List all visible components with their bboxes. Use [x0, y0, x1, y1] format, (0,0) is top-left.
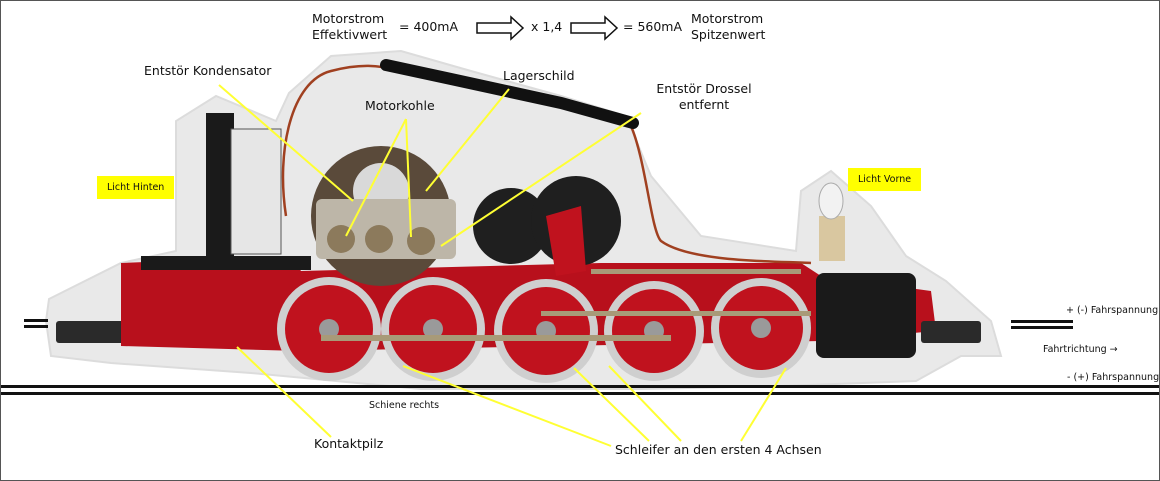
- tag-licht-vorne: Licht Vorne: [848, 168, 922, 191]
- rail-stub-left-1: [24, 319, 48, 322]
- factor: x 1,4: [531, 19, 563, 34]
- label-kontaktpilz: Kontaktpilz: [314, 436, 384, 451]
- gear: [473, 188, 549, 264]
- wire: [281, 64, 812, 265]
- cab-plate: [206, 113, 234, 263]
- arrow-right-icon: [476, 15, 525, 41]
- label-fahrtrichtung: Fahrtrichtung →: [1043, 344, 1118, 355]
- label-schleifer: Schleifer an den ersten 4 Achsen: [615, 442, 822, 457]
- motor-current-peak-label: Motorstrom Spitzenwert: [691, 11, 766, 42]
- callout-lines: [218, 84, 787, 447]
- coupling-rod: [321, 335, 671, 341]
- label-schiene-rechts: Schiene rechts: [369, 400, 440, 411]
- driving-wheels: [277, 277, 811, 383]
- front-light-bulb: [818, 182, 844, 220]
- effective-value: = 400mA: [399, 19, 459, 34]
- valve-gear-rod: [541, 311, 811, 316]
- circuit-board: [230, 128, 282, 255]
- label-lagerschild: Lagerschild: [503, 68, 575, 83]
- front-coupler: [921, 321, 981, 343]
- valve-gear-rod: [591, 269, 801, 274]
- peak-value: = 560mA: [623, 19, 683, 34]
- rail-bottom: [1, 392, 1159, 395]
- arrow-right-icon: [570, 15, 619, 41]
- rail-stub-right-2: [1011, 326, 1073, 329]
- label-fahrspannung-plus: + (-) Fahrspannung: [1066, 305, 1159, 316]
- label-motorkohle: Motorkohle: [365, 98, 435, 113]
- front-unit: [816, 273, 916, 358]
- motor-current-effective-label: Motorstrom Effektivwert: [312, 11, 388, 42]
- tag-licht-hinten: Licht Hinten: [97, 176, 175, 199]
- label-fahrspannung-minus: - (+) Fahrspannung: [1067, 372, 1160, 383]
- rail-stub-left-2: [24, 325, 48, 328]
- front-light-base: [819, 216, 845, 261]
- label-entstoer-drossel: Entstör Drossel entfernt: [656, 81, 752, 112]
- wire-sleeve: [380, 59, 639, 129]
- rail-stub-right-1: [1011, 320, 1073, 323]
- gear-arm-red: [546, 206, 586, 276]
- label-entstoer-kondensator: Entstör Kondensator: [144, 63, 272, 78]
- rail-top: [1, 385, 1159, 388]
